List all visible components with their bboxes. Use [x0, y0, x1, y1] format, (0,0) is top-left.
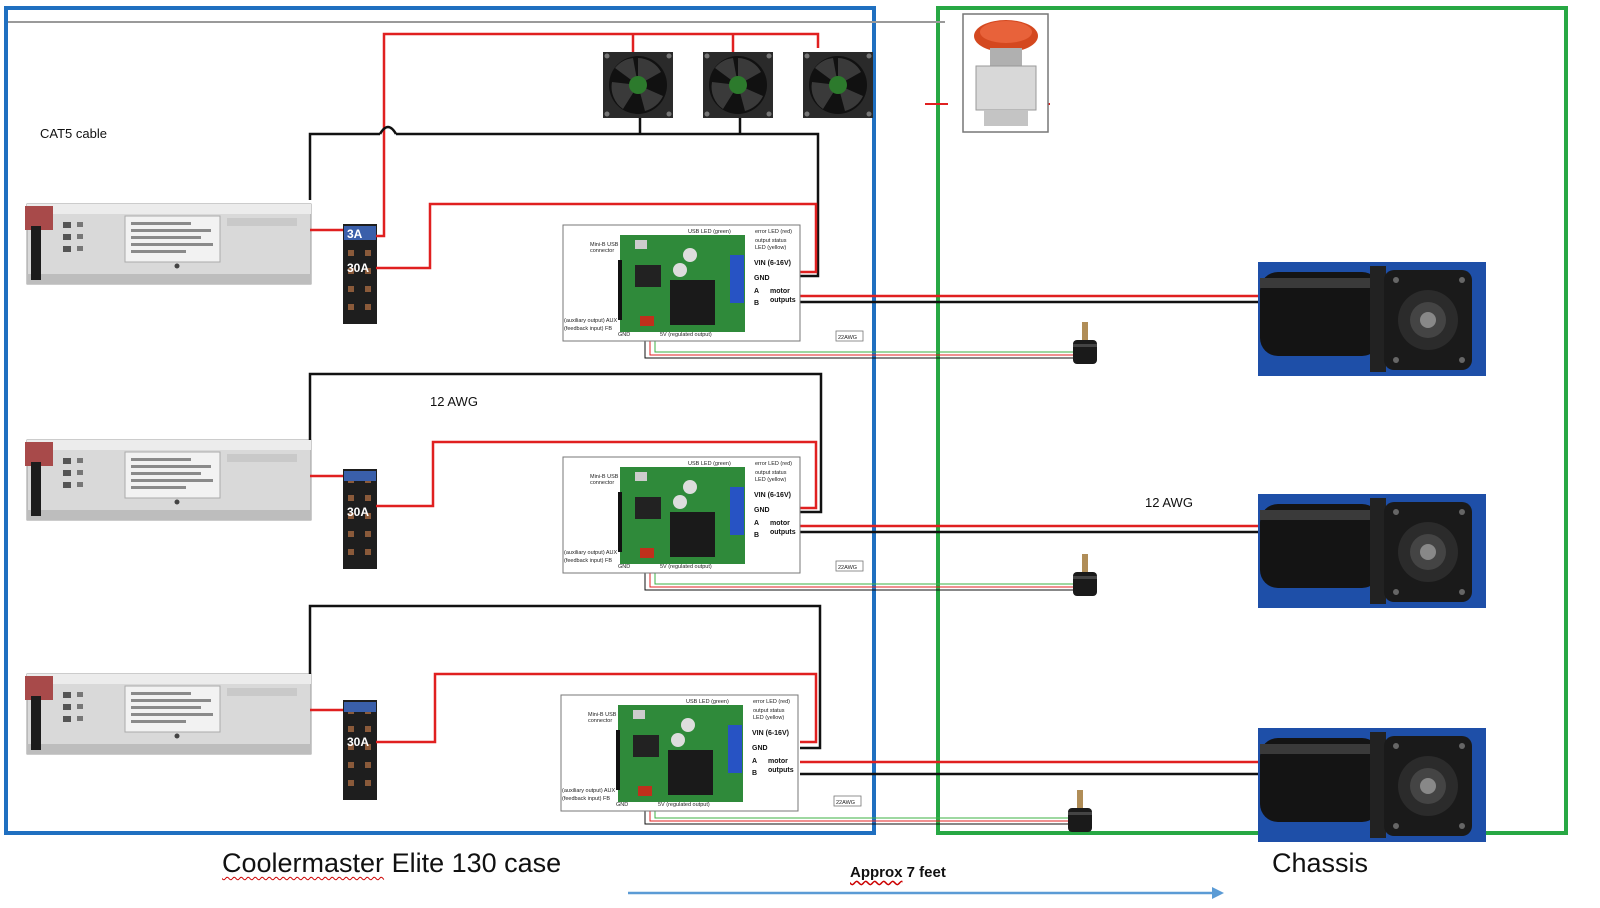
power-supply-3: [24, 673, 312, 755]
wire-gauge-label-right: 12 AWG: [1145, 495, 1193, 510]
svg-text:B: B: [752, 770, 757, 777]
svg-text:GND: GND: [618, 332, 630, 338]
svg-text:(feedback input) FB: (feedback input) FB: [562, 796, 610, 802]
svg-text:error LED (red): error LED (red): [755, 229, 792, 235]
wire-gauge-label-left: 12 AWG: [430, 394, 478, 409]
chassis-title: Chassis: [1272, 848, 1369, 878]
svg-text:motor: motor: [770, 288, 790, 295]
svg-text:A: A: [754, 520, 759, 527]
distance-label: Approx 7 feet: [850, 864, 946, 881]
svg-text:connector: connector: [590, 480, 614, 486]
svg-text:GND: GND: [752, 745, 768, 752]
svg-text:error LED (red): error LED (red): [755, 461, 792, 467]
potentiometer-1: [1073, 322, 1097, 364]
svg-text:VIN (6-16V): VIN (6-16V): [752, 730, 789, 737]
svg-text:B: B: [754, 300, 759, 307]
svg-text:VIN (6-16V): VIN (6-16V): [754, 492, 791, 499]
ground-wire-3: [308, 604, 822, 750]
awg22-label-1: 22AWG: [838, 335, 857, 341]
svg-text:outputs: outputs: [770, 297, 796, 304]
svg-text:5V (regulated output): 5V (regulated output): [660, 332, 712, 338]
svg-text:A: A: [754, 288, 759, 295]
svg-text:output status: output status: [755, 470, 787, 476]
svg-text:GND: GND: [616, 802, 628, 808]
motor-controller-1: USB LED (green) error LED (red) output s…: [562, 224, 801, 342]
svg-text:USB LED (green): USB LED (green): [688, 461, 731, 467]
svg-text:(auxiliary output) AUX: (auxiliary output) AUX: [564, 318, 618, 324]
svg-text:GND: GND: [618, 564, 630, 570]
fuse-label-30a-2: 30A: [347, 505, 369, 519]
svg-text:(auxiliary output) AUX: (auxiliary output) AUX: [564, 550, 618, 556]
svg-text:error LED (red): error LED (red): [753, 699, 790, 705]
svg-text:motor: motor: [768, 758, 788, 765]
svg-text:(feedback input) FB: (feedback input) FB: [564, 326, 612, 332]
svg-text:outputs: outputs: [770, 529, 796, 536]
ground-wire-2: [308, 372, 823, 514]
power-wire-1: [376, 202, 818, 274]
svg-text:5V (regulated output): 5V (regulated output): [658, 802, 710, 808]
fan-2: [703, 52, 773, 118]
fuse-label-30a-3: 30A: [347, 735, 369, 749]
svg-text:output status: output status: [755, 238, 787, 244]
gear-motor-2: [1258, 494, 1486, 608]
power-supply-2: [24, 439, 312, 521]
svg-text:output status: output status: [753, 708, 785, 714]
power-supply-1: [24, 203, 312, 285]
svg-text:A: A: [752, 758, 757, 765]
power-wire-2: [376, 440, 818, 510]
svg-text:Mini-B USB: Mini-B USB: [588, 712, 617, 718]
svg-text:connector: connector: [590, 248, 614, 254]
svg-text:outputs: outputs: [768, 767, 794, 774]
awg22-label-2: 22AWG: [838, 565, 857, 571]
svg-text:5V (regulated output): 5V (regulated output): [660, 564, 712, 570]
ground-wire: [308, 118, 820, 278]
svg-text:(auxiliary output) AUX: (auxiliary output) AUX: [562, 788, 616, 794]
fuse-label-30a-1: 30A: [347, 261, 369, 275]
svg-text:USB LED (green): USB LED (green): [688, 229, 731, 235]
potentiometer-2: [1073, 554, 1097, 596]
svg-text:LED (yellow): LED (yellow): [755, 245, 786, 251]
fan-1: [603, 52, 673, 118]
cat5-label: CAT5 cable: [40, 126, 107, 141]
svg-text:USB LED (green): USB LED (green): [686, 699, 729, 705]
awg22-label-3: 22AWG: [836, 800, 855, 806]
gear-motor-3: [1258, 728, 1486, 842]
svg-text:GND: GND: [754, 507, 770, 514]
estop-button: [962, 13, 1049, 133]
fuse-block-3: [343, 700, 377, 800]
motor-controller-2: USB LED (green) error LED (red) output s…: [562, 456, 801, 574]
svg-text:motor: motor: [770, 520, 790, 527]
potentiometer-3: [1068, 790, 1092, 832]
case-title: Coolermaster Elite 130 case: [222, 848, 562, 878]
svg-text:LED (yellow): LED (yellow): [753, 715, 784, 721]
motor-controller-3: USB LED (green) error LED (red) output s…: [560, 694, 799, 812]
case-outline: [4, 6, 876, 835]
svg-text:LED (yellow): LED (yellow): [755, 477, 786, 483]
svg-text:Mini-B USB: Mini-B USB: [590, 242, 619, 248]
svg-text:GND: GND: [754, 275, 770, 282]
svg-text:connector: connector: [588, 718, 612, 724]
chassis-outline: [936, 6, 1568, 835]
gear-motor-1: [1258, 262, 1486, 376]
fuse-block-2: [343, 469, 377, 569]
power-wire-3: [376, 672, 818, 744]
svg-text:B: B: [754, 532, 759, 539]
svg-text:VIN (6-16V): VIN (6-16V): [754, 260, 791, 267]
svg-text:(feedback input) FB: (feedback input) FB: [564, 558, 612, 564]
svg-text:Mini-B USB: Mini-B USB: [590, 474, 619, 480]
fuse-label-3a: 3A: [347, 227, 363, 241]
fan-3: [803, 52, 873, 118]
